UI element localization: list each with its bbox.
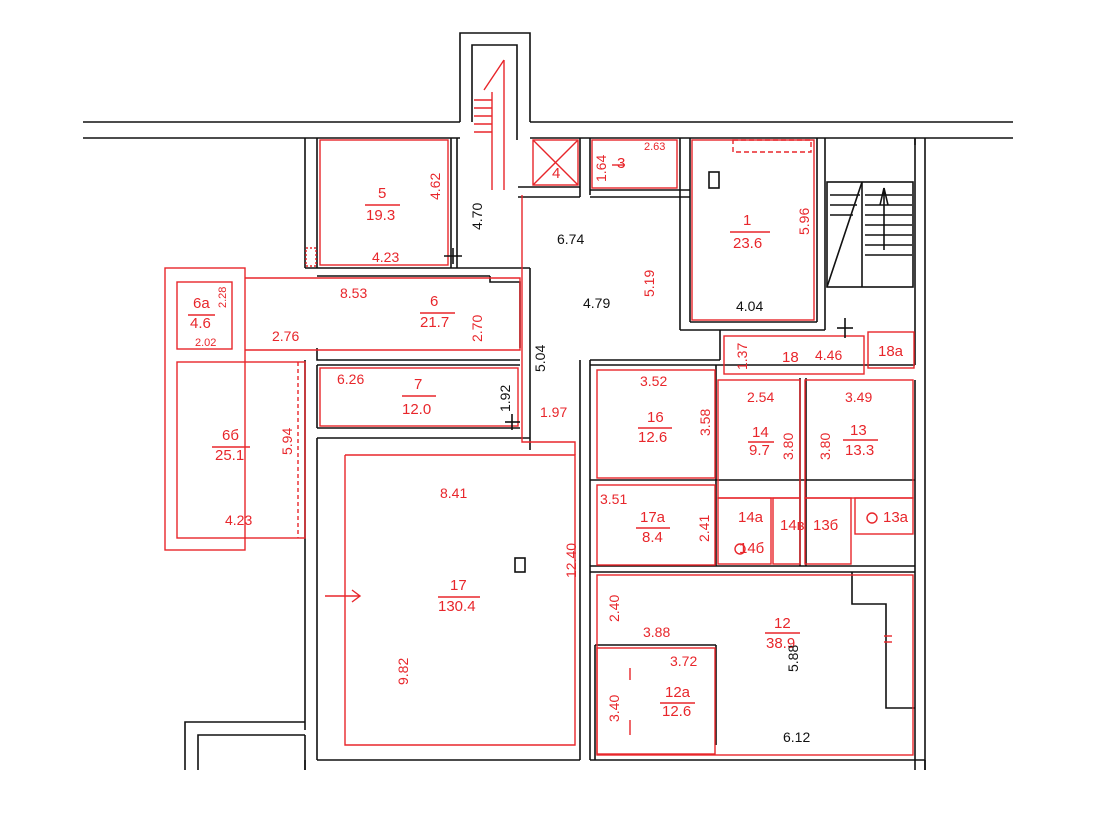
svg-text:8.41: 8.41 (440, 485, 467, 501)
svg-text:3.40: 3.40 (606, 695, 622, 722)
room-area-13: 13.3 (845, 442, 874, 459)
svg-text:5.94: 5.94 (279, 428, 295, 455)
room-num-14v: 14в (780, 517, 805, 534)
svg-text:2.54: 2.54 (747, 389, 774, 405)
svg-text:3.51: 3.51 (600, 491, 627, 507)
svg-text:1.64: 1.64 (593, 155, 609, 182)
room-area-12: 38.9 (766, 635, 795, 652)
svg-text:3.52: 3.52 (640, 373, 667, 389)
svg-text:3.80: 3.80 (780, 433, 796, 460)
door-marks (325, 164, 892, 735)
room-area-17a: 8.4 (642, 529, 663, 546)
room-num-13b: 13б (813, 517, 838, 534)
room-area-12a: 12.6 (662, 703, 691, 720)
room-num-3: 3 (617, 155, 625, 172)
room-area-6a: 4.6 (190, 315, 211, 332)
svg-text:3.49: 3.49 (845, 389, 872, 405)
svg-text:6.12: 6.12 (783, 729, 810, 745)
black-dimensions: 4.70 6.74 4.79 4.04 5.04 1.92 5.88 6.12 (469, 203, 810, 745)
room-outlines (164, 139, 915, 756)
room-num-13: 13 (850, 422, 867, 439)
svg-text:3.80: 3.80 (817, 433, 833, 460)
room-num-16: 16 (647, 409, 664, 426)
room-area-14: 9.7 (749, 442, 770, 459)
svg-text:2.63: 2.63 (644, 141, 665, 153)
room-num-6: 6 (430, 293, 438, 310)
svg-text:2.28: 2.28 (217, 287, 229, 308)
room-num-5: 5 (378, 185, 386, 202)
room-num-17a: 17а (640, 509, 666, 526)
svg-text:6.74: 6.74 (557, 231, 584, 247)
svg-text:4.70: 4.70 (469, 203, 485, 230)
building-walls (83, 32, 1013, 770)
svg-text:4.23: 4.23 (372, 249, 399, 265)
room-area-7: 12.0 (402, 401, 431, 418)
svg-text:4.23: 4.23 (225, 512, 252, 528)
room-num-14b: 14б (739, 540, 764, 557)
room-num-13a: 13а (883, 509, 909, 526)
svg-text:5.04: 5.04 (532, 345, 548, 372)
room-num-1: 1 (743, 212, 751, 229)
stairs-top (474, 59, 505, 190)
svg-text:6.26: 6.26 (337, 371, 364, 387)
svg-text:1.97: 1.97 (540, 404, 567, 420)
svg-text:1.92: 1.92 (497, 385, 513, 412)
room-num-18: 18 (782, 349, 799, 366)
svg-text:2.41: 2.41 (696, 515, 712, 542)
room-num-18a: 18а (878, 343, 904, 360)
room-num-12a: 12а (665, 684, 691, 701)
room-area-16: 12.6 (638, 429, 667, 446)
room-num-14a: 14а (738, 509, 764, 526)
room-labels: 1 23.6 3 4 5 19.3 6 21.7 6а 4.6 6б 25.1 … (188, 155, 909, 720)
room-num-6a: 6а (193, 295, 210, 312)
svg-text:3.58: 3.58 (697, 409, 713, 436)
svg-text:3.72: 3.72 (670, 653, 697, 669)
room-area-1: 23.6 (733, 235, 762, 252)
svg-text:2.02: 2.02 (195, 337, 216, 349)
room-area-6: 21.7 (420, 314, 449, 331)
svg-text:12.40: 12.40 (563, 543, 579, 578)
svg-text:4.79: 4.79 (583, 295, 610, 311)
svg-text:5.19: 5.19 (641, 270, 657, 297)
svg-text:1.37: 1.37 (734, 343, 750, 370)
svg-text:4.62: 4.62 (427, 173, 443, 200)
svg-text:5.96: 5.96 (796, 208, 812, 235)
stairs-right (826, 181, 914, 288)
svg-text:2.40: 2.40 (606, 595, 622, 622)
svg-text:3.88: 3.88 (643, 624, 670, 640)
room-num-4: 4 (552, 165, 560, 182)
room-num-14: 14 (752, 424, 769, 441)
room-num-7: 7 (414, 376, 422, 393)
svg-text:8.53: 8.53 (340, 285, 367, 301)
svg-text:2.76: 2.76 (272, 328, 299, 344)
room-num-12: 12 (774, 615, 791, 632)
room-num-17: 17 (450, 577, 467, 594)
svg-text:9.82: 9.82 (395, 658, 411, 685)
svg-text:2.70: 2.70 (469, 315, 485, 342)
svg-text:4.04: 4.04 (736, 298, 763, 314)
svg-text:4.46: 4.46 (815, 347, 842, 363)
red-dimensions: 4.62 4.23 8.53 2.70 2.76 2.28 2.02 5.94 … (195, 141, 872, 722)
room-area-5: 19.3 (366, 207, 395, 224)
svg-text:5.88: 5.88 (785, 645, 801, 672)
room-area-17: 130.4 (438, 598, 476, 615)
room-area-6b: 25.1 (215, 447, 244, 464)
room-num-6b: 6б (222, 427, 239, 444)
